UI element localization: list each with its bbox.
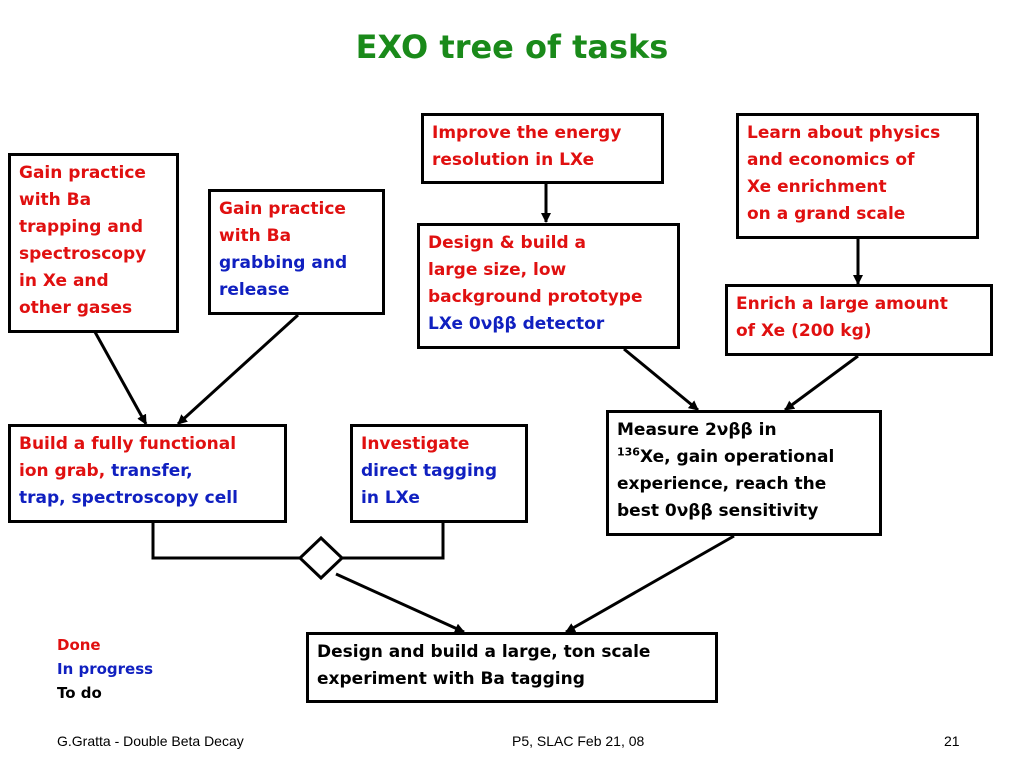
arrow-junction-to-tonscale xyxy=(335,572,465,634)
box-ba-grabbing: Gain practice with Ba grabbing and relea… xyxy=(208,189,385,315)
connector-tagging-to-junction xyxy=(342,523,445,560)
footer-page-number: 21 xyxy=(944,733,960,749)
legend-done: Done xyxy=(57,636,101,654)
arrow-enrich-to-measure xyxy=(784,354,859,412)
arrow-measure-to-tonscale xyxy=(565,534,735,634)
box-direct-tagging: Investigate direct tagging in LXe xyxy=(350,424,528,523)
junction-diamond xyxy=(297,535,345,581)
footer-author: G.Gratta - Double Beta Decay xyxy=(57,733,244,749)
status-legend: Done In progress To do xyxy=(57,633,153,705)
connector-iongrab-to-junction xyxy=(151,523,300,560)
footer-event: P5, SLAC Feb 21, 08 xyxy=(512,733,645,749)
box-measure: Measure 2νββ in 136Xe, gain operational … xyxy=(606,410,882,536)
legend-to-do: To do xyxy=(57,684,102,702)
page-title: EXO tree of tasks xyxy=(355,28,669,66)
box-physics-economics: Learn about physics and economics of Xe … xyxy=(736,113,979,239)
arrow-prototype-to-measure xyxy=(623,347,699,412)
arrow-grabbing-to-iongrab xyxy=(176,313,300,426)
box-ton-scale: Design and build a large, ton scale expe… xyxy=(306,632,718,703)
box-energy-resolution: Improve the energy resolution in LXe xyxy=(421,113,664,184)
box-enrich: Enrich a large amount of Xe (200 kg) xyxy=(725,284,993,356)
box-ion-grab: Build a fully functional ion grab, trans… xyxy=(8,424,287,523)
box-prototype: Design & build a large size, low backgro… xyxy=(417,223,680,349)
legend-in-progress: In progress xyxy=(57,660,154,678)
arrow-trapping-to-iongrab xyxy=(93,331,148,425)
box-ba-trapping: Gain practice with Ba trapping and spect… xyxy=(8,153,179,333)
